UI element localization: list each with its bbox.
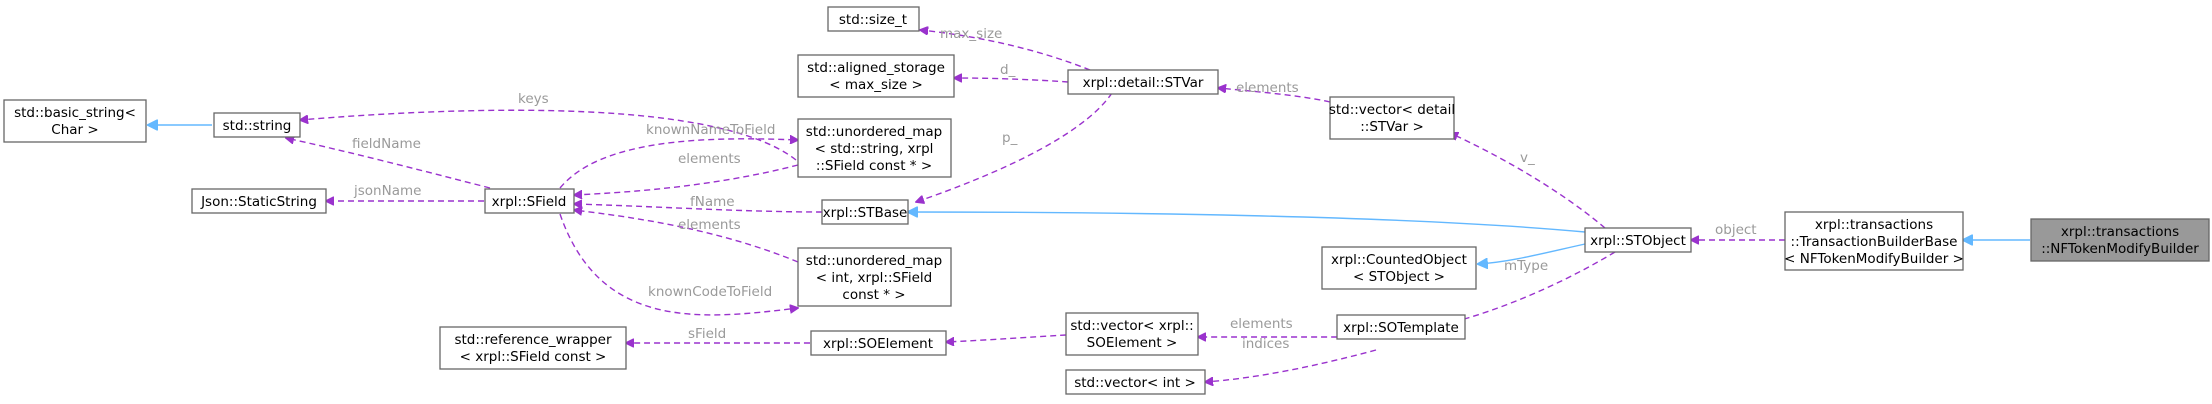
node-label: < STObject > <box>1353 269 1445 285</box>
node-label: std::size_t <box>839 12 907 28</box>
edge-knowncodetofield <box>559 213 798 316</box>
node-tx-builder-base[interactable]: xrpl::transactions ::TransactionBuilderB… <box>1784 211 1964 271</box>
node-label: std::vector< detail <box>1329 102 1455 118</box>
edge-label-knownnametofield: knownNameToField <box>646 122 775 138</box>
edge-label-jsonname: jsonName <box>353 183 421 199</box>
edge-inherit-stobject-stbase <box>908 212 1586 233</box>
node-stvar[interactable]: xrpl::detail::STVar <box>1067 69 1219 95</box>
node-label: std::vector< int > <box>1074 375 1196 391</box>
node-umap-string[interactable]: std::unordered_map < std::string, xrpl :… <box>797 118 952 178</box>
node-label: ::TransactionBuilderBase <box>1791 234 1958 250</box>
edge-inherit-stobject-counted <box>1478 243 1586 264</box>
edge-label-mtype: mType <box>1504 258 1548 274</box>
edge-knownnametofield <box>559 139 798 189</box>
edge-label-object: object <box>1715 222 1757 238</box>
edge-label-indices: indices <box>1242 336 1289 352</box>
node-label: xrpl::SOElement <box>823 336 933 352</box>
node-label: const * > <box>842 287 905 303</box>
node-label: ::STVar > <box>1360 119 1424 135</box>
edge-label-elements-umap-string: elements <box>678 151 741 167</box>
edges <box>148 30 2030 382</box>
node-label: std::unordered_map <box>806 253 942 269</box>
node-label: xrpl::SOTemplate <box>1343 320 1459 336</box>
node-label: Json::StaticString <box>200 194 317 210</box>
node-label: < xrpl::SField const > <box>460 349 607 365</box>
edge-label-fname: fName <box>690 194 735 210</box>
node-label: std::unordered_map <box>806 124 942 140</box>
node-stbase[interactable]: xrpl::STBase <box>821 199 909 225</box>
node-basic-string[interactable]: std::basic_string< Char > <box>3 99 147 143</box>
node-reference-wrapper[interactable]: std::reference_wrapper < xrpl::SField co… <box>439 326 627 370</box>
node-size-t[interactable]: std::size_t <box>827 6 920 32</box>
edge-indices <box>1205 349 1377 382</box>
node-vector-int[interactable]: std::vector< int > <box>1065 369 1206 395</box>
edge-label-elements-soelement: elements <box>1230 316 1293 332</box>
edge-mtype <box>1450 251 1616 323</box>
node-soelement[interactable]: xrpl::SOElement <box>810 330 947 356</box>
node-label: Char > <box>51 122 98 138</box>
node-label: xrpl::transactions <box>1815 217 1933 233</box>
edge-label-max-size: max_size <box>940 26 1002 42</box>
node-vector-stvar[interactable]: std::vector< detail ::STVar > <box>1329 96 1455 140</box>
node-stobject[interactable]: xrpl::STObject <box>1584 227 1692 253</box>
edge-v <box>1450 133 1606 229</box>
edge-elements-stvar <box>1218 88 1331 103</box>
node-label: xrpl::CountedObject <box>1331 252 1467 268</box>
node-sfield[interactable]: xrpl::SField <box>484 188 575 214</box>
node-label: < std::string, xrpl <box>815 141 934 157</box>
edge-labels: keys fieldName knownNameToField elements… <box>352 26 1757 352</box>
edge-label-elements-stvar: elements <box>1236 80 1299 96</box>
node-vector-soelement[interactable]: std::vector< xrpl:: SOElement > <box>1065 312 1199 356</box>
node-label: xrpl::STBase <box>823 205 908 221</box>
node-label: xrpl::detail::STVar <box>1083 75 1204 91</box>
node-sotemplate[interactable]: xrpl::SOTemplate <box>1336 314 1466 340</box>
edge-p <box>916 92 1113 202</box>
edge-label-knowncodetofield: knownCodeToField <box>648 284 772 300</box>
node-label: ::NFTokenModifyBuilder <box>2041 241 2199 257</box>
edge-label-v: v_ <box>1520 150 1535 166</box>
edge-d <box>954 78 1069 83</box>
node-label: SOElement > <box>1087 335 1178 351</box>
node-label: < max_size > <box>829 77 923 93</box>
nodes: std::basic_string< Char > std::string Js… <box>3 6 2210 395</box>
node-label: std::vector< xrpl:: <box>1070 318 1193 334</box>
node-label: std::reference_wrapper <box>454 332 612 348</box>
edge-label-sfield: sField <box>688 326 726 342</box>
edge-elements-umap-int <box>574 210 799 263</box>
edge-label-d: d_ <box>1000 62 1016 78</box>
edge-fname <box>574 204 823 213</box>
edge-fieldname <box>286 138 491 189</box>
node-umap-int[interactable]: std::unordered_map < int, xrpl::SField c… <box>797 247 952 307</box>
node-label: std::string <box>223 118 292 134</box>
node-label: ::SField const * > <box>816 158 932 174</box>
node-aligned-storage[interactable]: std::aligned_storage < max_size > <box>797 54 955 98</box>
edge-label-elements-umap-int: elements <box>678 217 741 233</box>
node-label: std::aligned_storage <box>807 60 945 76</box>
node-static-string[interactable]: Json::StaticString <box>191 188 327 214</box>
node-label: < int, xrpl::SField <box>816 270 932 286</box>
edge-max-size <box>920 30 1091 71</box>
node-counted-object[interactable]: xrpl::CountedObject < STObject > <box>1321 246 1477 290</box>
edge-label-keys: keys <box>518 91 549 107</box>
edge-elements-vector-soelement <box>946 334 1067 342</box>
edge-elements-umap-string <box>574 164 799 195</box>
node-nftoken-modify-builder[interactable]: xrpl::transactions ::NFTokenModifyBuilde… <box>2030 218 2210 262</box>
node-label: xrpl::STObject <box>1590 233 1686 249</box>
node-label: < NFTokenModifyBuilder > <box>1784 251 1964 267</box>
node-label: xrpl::transactions <box>2061 224 2179 240</box>
edge-keys <box>300 109 797 161</box>
node-label: xrpl::SField <box>492 194 567 210</box>
node-label: std::basic_string< <box>14 105 136 121</box>
edge-label-p: p_ <box>1002 130 1018 146</box>
node-string[interactable]: std::string <box>213 112 301 138</box>
edge-label-fieldname: fieldName <box>352 136 421 152</box>
